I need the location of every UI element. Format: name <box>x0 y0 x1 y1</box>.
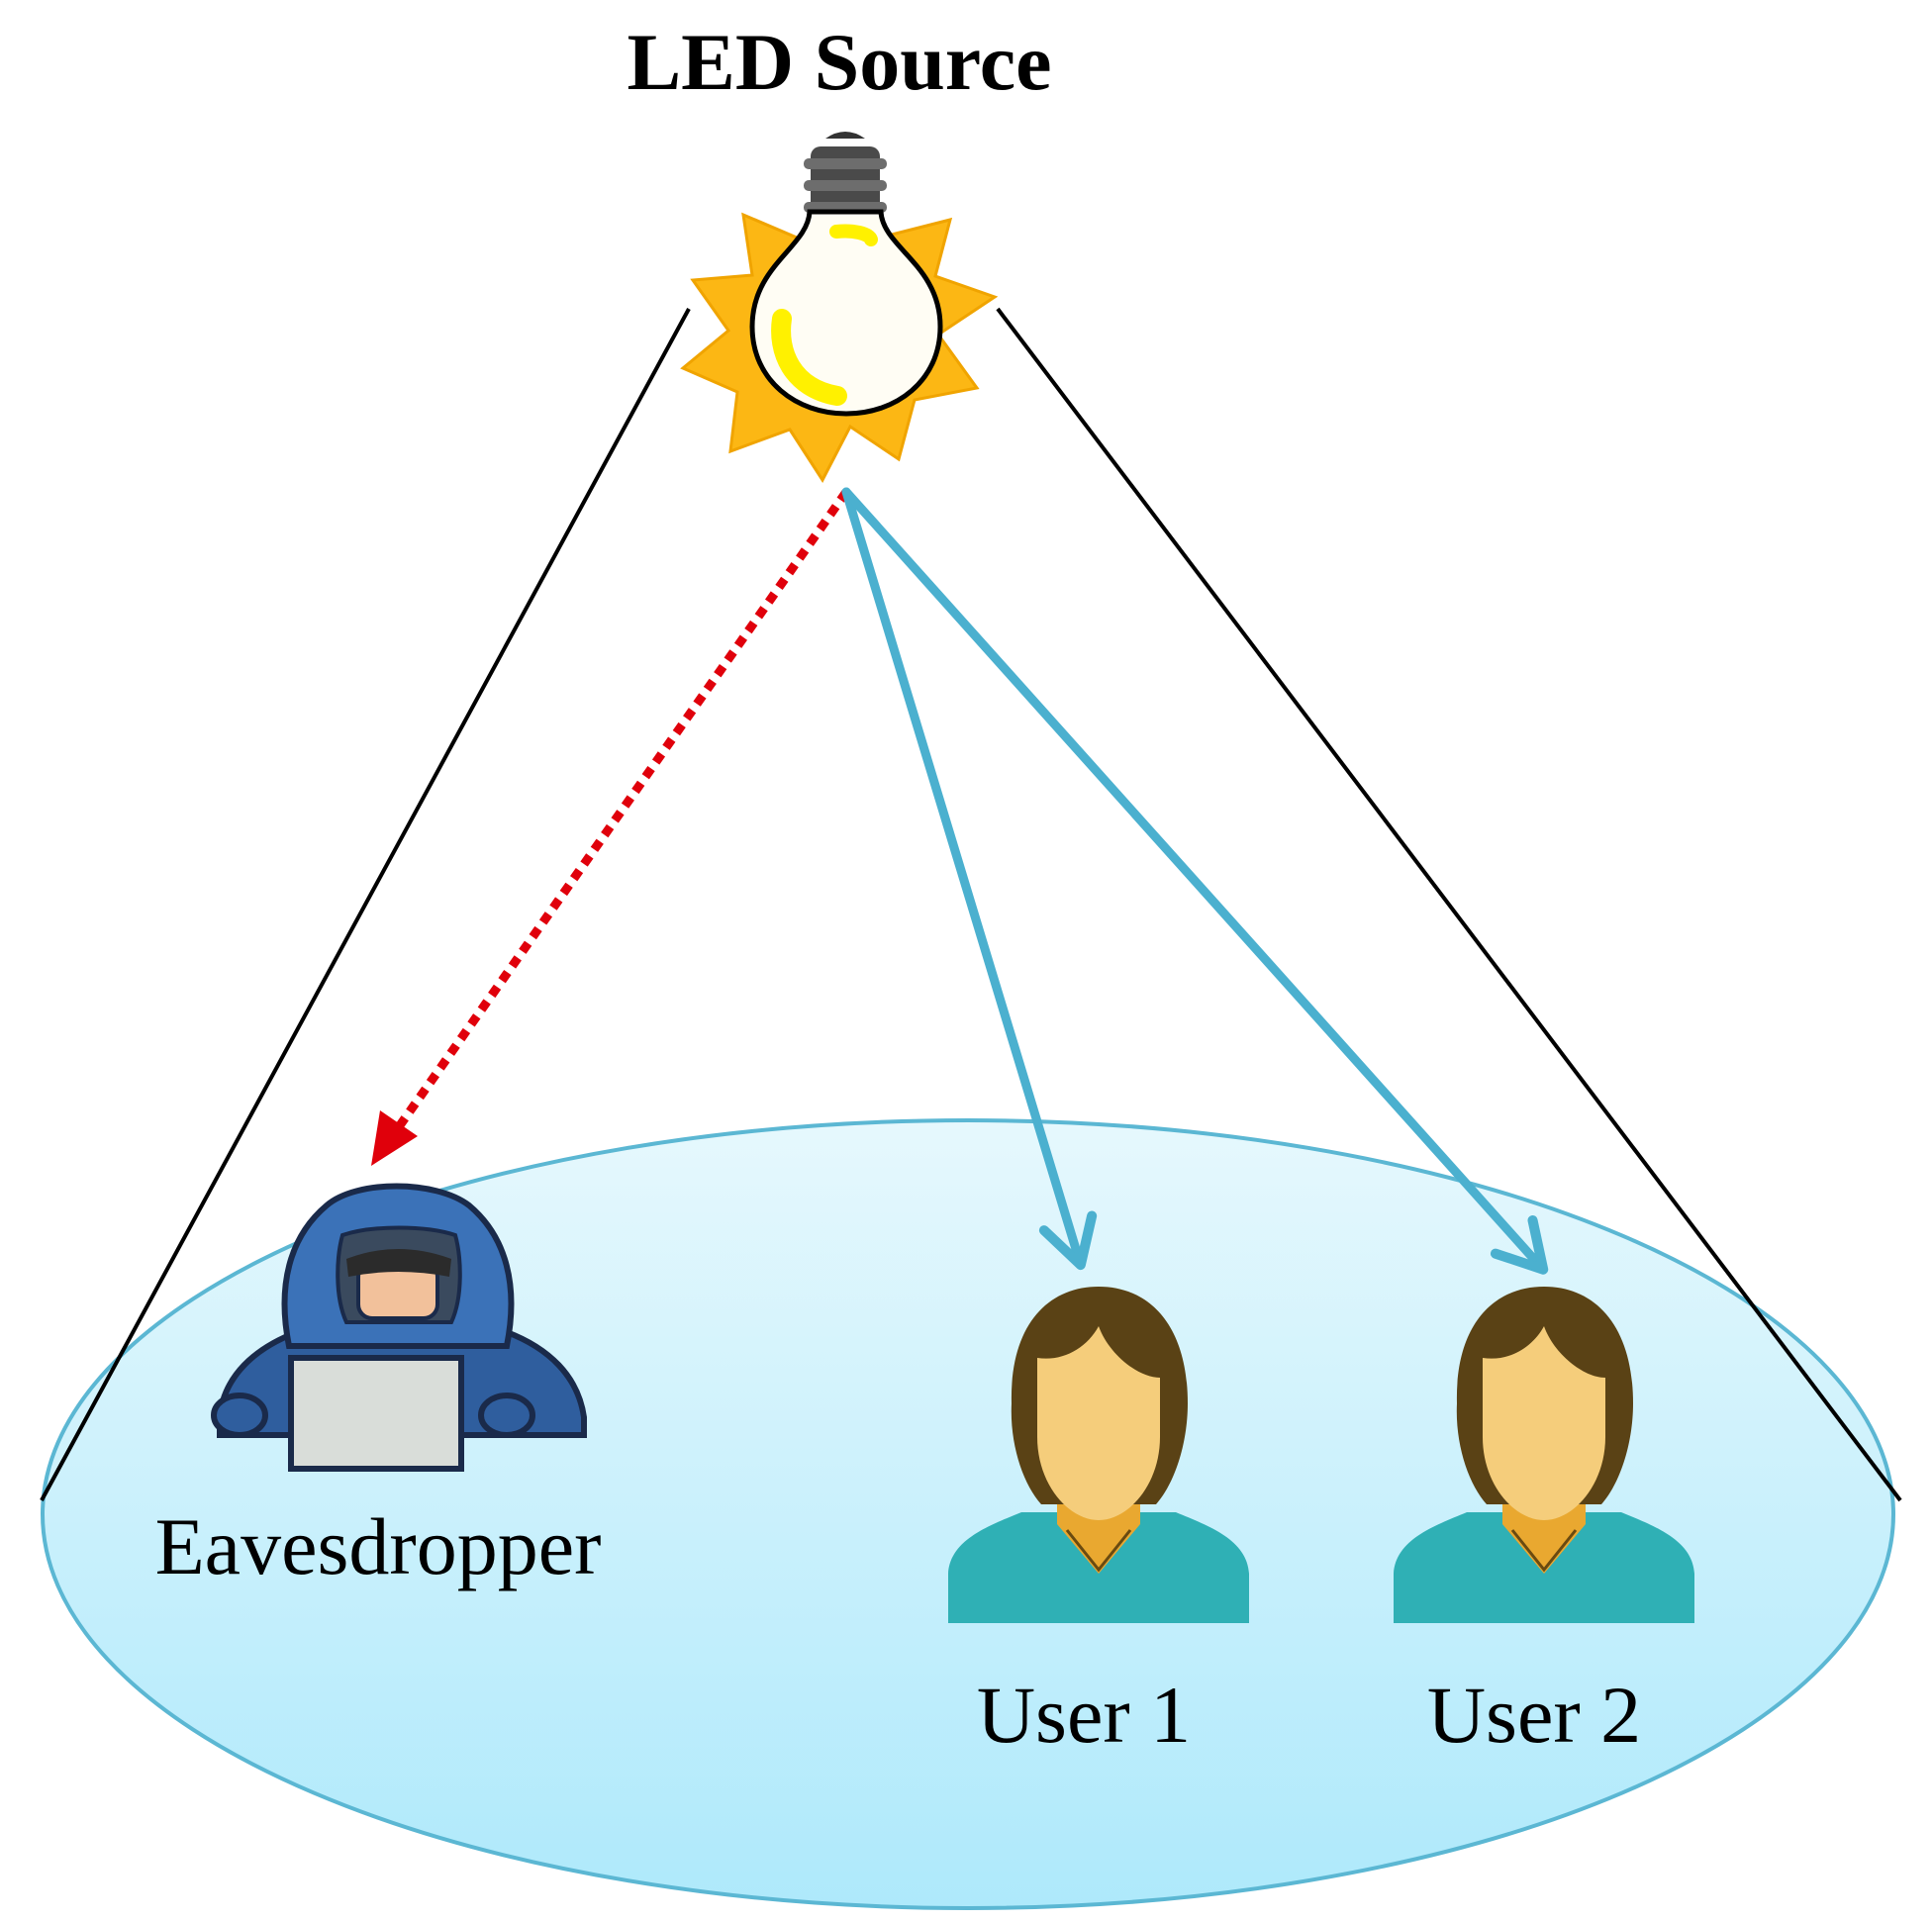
user2-label: User 2 <box>1427 1670 1641 1760</box>
source-label: LED Source <box>627 17 1051 107</box>
light-bulb-icon <box>680 132 999 483</box>
user2-avatar-icon <box>1394 1287 1694 1623</box>
user1-link <box>841 487 1098 1271</box>
eavesdropper-label: Eavesdropper <box>155 1501 602 1591</box>
cone-edge-left <box>40 308 691 1501</box>
user2-link <box>841 487 1549 1275</box>
user1-label: User 1 <box>977 1670 1191 1760</box>
hooded-hacker-icon <box>211 1183 587 1472</box>
cone-edge-right <box>996 307 1902 1502</box>
user1-avatar-icon <box>948 1287 1249 1623</box>
eavesdropper-link <box>371 489 850 1166</box>
